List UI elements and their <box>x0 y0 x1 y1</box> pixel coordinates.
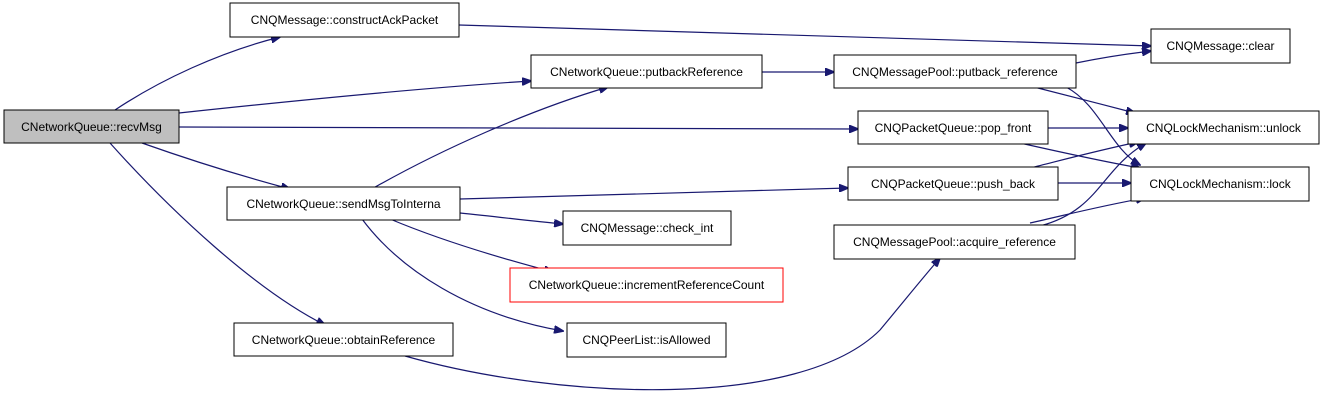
node-constructackpacket[interactable]: CNQMessage::constructAckPacket <box>229 2 460 38</box>
node-label: CNQMessagePool::acquire_reference <box>853 235 1056 249</box>
edge-acquirereference-lock <box>1029 198 1145 224</box>
node-label: CNetworkQueue::sendMsgToInterna <box>246 197 440 211</box>
edge-sendmsgtointerna-pushback <box>459 188 848 200</box>
node-label: CNetworkQueue::incrementReferenceCount <box>529 278 765 292</box>
edge-sendmsgtointerna-incrementreferencecount <box>389 218 553 272</box>
node-label: CNQMessage::constructAckPacket <box>251 13 439 27</box>
node-popfront[interactable]: CNQPacketQueue::pop_front <box>857 110 1049 145</box>
edge-constructackpacket-clear <box>458 24 1151 46</box>
edge-popfront-lock <box>1019 142 1140 168</box>
edge-obtainreference-acquirereference <box>404 258 940 391</box>
node-label: CNQPacketQueue::pop_front <box>875 121 1032 135</box>
node-incrementreferencecount[interactable]: CNetworkQueue::incrementReferenceCount <box>509 267 784 303</box>
edge-recvmsg-constructackpacket <box>114 37 280 111</box>
node-clear[interactable]: CNQMessage::clear <box>1150 28 1291 64</box>
node-isallowed[interactable]: CNQPeerList::isAllowed <box>566 322 727 358</box>
node-label: CNQMessage::clear <box>1166 39 1274 53</box>
node-lock[interactable]: CNQLockMechanism::lock <box>1130 166 1310 202</box>
node-obtainreference[interactable]: CNetworkQueue::obtainReference <box>233 322 454 357</box>
node-pool-putbackreference[interactable]: CNQMessagePool::putback_reference <box>833 54 1077 89</box>
node-label: CNQMessagePool::putback_reference <box>852 65 1058 79</box>
node-label: CNetworkQueue::recvMsg <box>21 120 162 134</box>
node-putbackreference[interactable]: CNetworkQueue::putbackReference <box>530 54 763 89</box>
nodes: CNetworkQueue::recvMsg CNQMessage::const… <box>3 2 1320 358</box>
edge-poolputback-unlock <box>1029 85 1135 113</box>
node-label: CNQPeerList::isAllowed <box>582 333 710 347</box>
edge-recvmsg-sendmsgtointerna <box>141 142 290 189</box>
node-pushback[interactable]: CNQPacketQueue::push_back <box>847 166 1059 201</box>
node-sendmsgtointerna[interactable]: CNetworkQueue::sendMsgToInterna <box>226 186 461 221</box>
edge-pushback-unlock <box>1029 142 1138 169</box>
edges <box>109 24 1151 391</box>
edge-sendmsgtointerna-putbackreference <box>369 87 608 191</box>
edge-poolputback-clear <box>1075 51 1151 64</box>
node-acquirereference[interactable]: CNQMessagePool::acquire_reference <box>833 224 1076 260</box>
edge-sendmsgtointerna-checkint <box>459 212 563 224</box>
edge-acquirereference-unlock <box>1039 143 1146 227</box>
edge-sendmsgtointerna-isallowed <box>361 218 563 331</box>
node-label: CNetworkQueue::putbackReference <box>550 65 743 79</box>
node-unlock[interactable]: CNQLockMechanism::unlock <box>1127 110 1320 145</box>
node-recvmsg[interactable]: CNetworkQueue::recvMsg <box>3 109 180 144</box>
node-label: CNQPacketQueue::push_back <box>871 177 1036 191</box>
edge-poolputback-lock <box>1065 86 1140 165</box>
node-label: CNQMessage::check_int <box>581 221 714 235</box>
edge-recvmsg-putbackreference <box>178 81 531 114</box>
node-label: CNQLockMechanism::lock <box>1149 177 1291 191</box>
node-label: CNetworkQueue::obtainReference <box>252 333 436 347</box>
edge-recvmsg-obtainreference <box>109 142 325 325</box>
edge-recvmsg-popfront <box>178 127 858 129</box>
node-checkint[interactable]: CNQMessage::check_int <box>562 210 732 246</box>
node-label: CNQLockMechanism::unlock <box>1146 121 1302 135</box>
